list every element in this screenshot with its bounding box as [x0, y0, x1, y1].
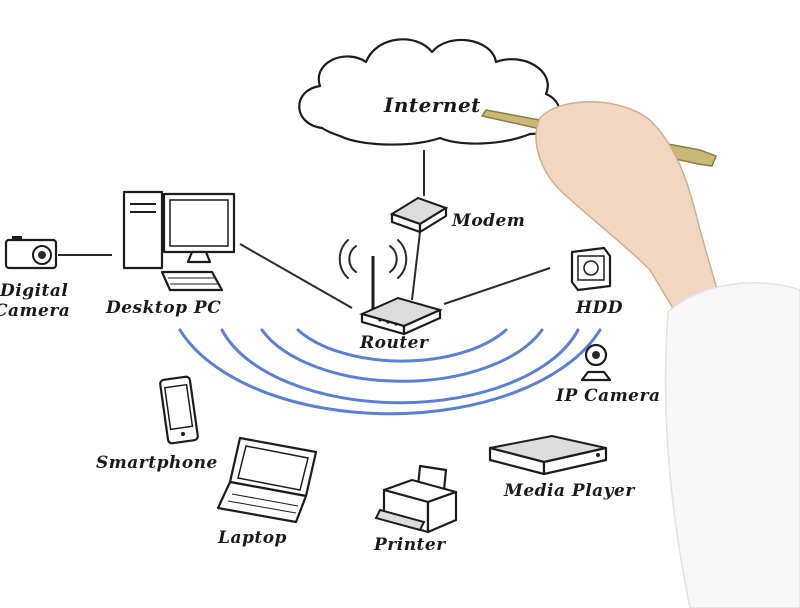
- desktop-pc-icon: [122, 190, 236, 292]
- wifi-wave-1: [296, 328, 508, 363]
- cloud-icon: [298, 38, 561, 146]
- hand-with-pen: [480, 101, 800, 608]
- wifi-wave-4: [178, 328, 602, 416]
- hdd-icon: [570, 246, 612, 292]
- smartphone-node: Smartphone: [96, 375, 218, 473]
- modem-icon: [389, 196, 449, 234]
- media-player-node: Media Player: [488, 434, 635, 501]
- digital-camera-node: Digital Camera: [0, 236, 70, 321]
- hand-icon: [535, 101, 721, 321]
- wifi-wave-3: [220, 328, 580, 405]
- link-desktop-router: [239, 243, 353, 309]
- modem-node: Modem: [389, 196, 525, 234]
- laptop-node: Laptop: [216, 436, 318, 548]
- connection-lines: [58, 150, 551, 309]
- internet-node: Internet: [298, 38, 561, 146]
- printer-icon: [374, 464, 458, 534]
- laptop-label: Laptop: [217, 528, 287, 548]
- media-player-icon: [488, 434, 608, 476]
- link-hdd-router: [443, 267, 551, 305]
- digital-camera-label-line1: Digital: [0, 281, 68, 301]
- smartphone-icon: [159, 375, 199, 445]
- laptop-icon: [216, 436, 318, 524]
- wifi-wave-2: [260, 328, 544, 383]
- camera-icon: [4, 236, 58, 270]
- wifi-waves: [178, 328, 602, 416]
- internet-label: Internet: [383, 93, 481, 117]
- hdd-label: HDD: [575, 298, 623, 318]
- desktop-pc-label: Desktop PC: [105, 298, 221, 318]
- modem-label: Modem: [451, 211, 525, 231]
- link-modem-router: [411, 231, 421, 301]
- digital-camera-label-line2: Camera: [0, 301, 70, 321]
- hdd-node: HDD: [570, 246, 623, 318]
- router-label: Router: [359, 333, 429, 353]
- desktop-pc-node: Desktop PC: [105, 190, 236, 318]
- smartphone-label: Smartphone: [96, 453, 218, 473]
- media-player-label: Media Player: [503, 481, 635, 501]
- router-icon: [338, 239, 443, 336]
- printer-node: Printer: [373, 464, 458, 555]
- printer-label: Printer: [373, 535, 446, 555]
- sleeve-icon: [664, 282, 800, 608]
- ip-camera-label: IP Camera: [555, 386, 660, 406]
- webcam-icon: [580, 343, 612, 382]
- ip-camera-node: IP Camera: [555, 343, 660, 406]
- router-node: Router: [338, 239, 443, 353]
